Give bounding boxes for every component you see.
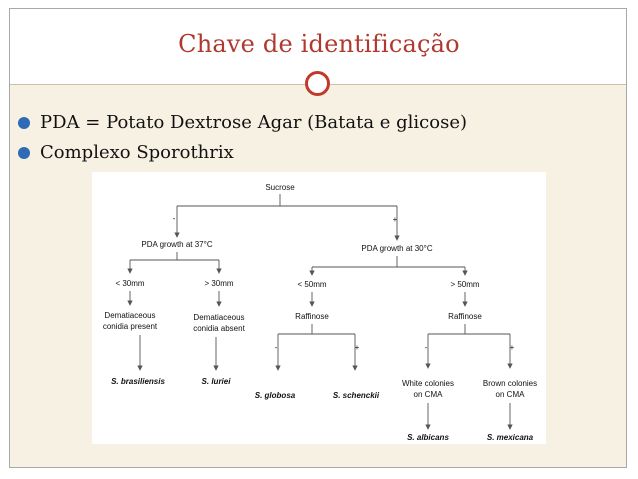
node-brown-colonies-1: Brown colonies bbox=[483, 379, 537, 388]
sign-minus-raff-left: - bbox=[275, 343, 278, 352]
sign-minus-left: - bbox=[173, 214, 176, 223]
sign-plus-raff-left: + bbox=[355, 343, 360, 352]
bullet-list: PDA = Potato Dextrose Agar (Batata e gli… bbox=[18, 108, 467, 168]
node-conidia-absent-2: conidia absent bbox=[193, 324, 245, 333]
species-globosa: S. globosa bbox=[255, 391, 296, 400]
circle-ornament bbox=[305, 71, 330, 96]
bullet-text: PDA = Potato Dextrose Agar (Batata e gli… bbox=[40, 112, 468, 133]
sign-plus-right: + bbox=[393, 215, 398, 224]
node-conidia-present-2: conidia present bbox=[103, 322, 158, 331]
node-white-colonies-2: on CMA bbox=[414, 390, 444, 399]
species-albicans: S. albicans bbox=[407, 433, 449, 442]
bullet-icon bbox=[18, 117, 30, 129]
bullet-item: PDA = Potato Dextrose Agar (Batata e gli… bbox=[18, 108, 467, 138]
identification-key-figure: Sucrose - + PDA growth at 37°C < 30mm > … bbox=[92, 172, 546, 444]
species-schenckii: S. schenckii bbox=[333, 391, 380, 400]
node-white-colonies-1: White colonies bbox=[402, 379, 454, 388]
node-gt-30mm: > 30mm bbox=[204, 279, 233, 288]
node-sucrose: Sucrose bbox=[265, 183, 295, 192]
bullet-text: Complexo Sporothrix bbox=[40, 142, 234, 163]
species-luriei: S. luriei bbox=[202, 377, 232, 386]
species-brasiliensis: S. brasiliensis bbox=[111, 377, 165, 386]
species-mexicana: S. mexicana bbox=[487, 433, 534, 442]
node-pda-37: PDA growth at 37°C bbox=[141, 240, 212, 249]
slide-title: Chave de identificação bbox=[178, 30, 460, 58]
identification-key-diagram: Sucrose - + PDA growth at 37°C < 30mm > … bbox=[103, 183, 537, 442]
bullet-item: Complexo Sporothrix bbox=[18, 138, 467, 168]
node-conidia-absent-1: Dematiaceous bbox=[193, 313, 244, 322]
sign-minus-raff-right: - bbox=[425, 343, 428, 352]
node-gt-50mm: > 50mm bbox=[450, 280, 479, 289]
node-brown-colonies-2: on CMA bbox=[496, 390, 526, 399]
node-pda-30: PDA growth at 30°C bbox=[361, 244, 432, 253]
node-conidia-present-1: Dematiaceous bbox=[104, 311, 155, 320]
node-lt-50mm: < 50mm bbox=[297, 280, 326, 289]
node-raffinose-right: Raffinose bbox=[448, 312, 482, 321]
node-raffinose-left: Raffinose bbox=[295, 312, 329, 321]
sign-plus-raff-right: + bbox=[510, 343, 515, 352]
bullet-icon bbox=[18, 147, 30, 159]
node-lt-30mm: < 30mm bbox=[115, 279, 144, 288]
